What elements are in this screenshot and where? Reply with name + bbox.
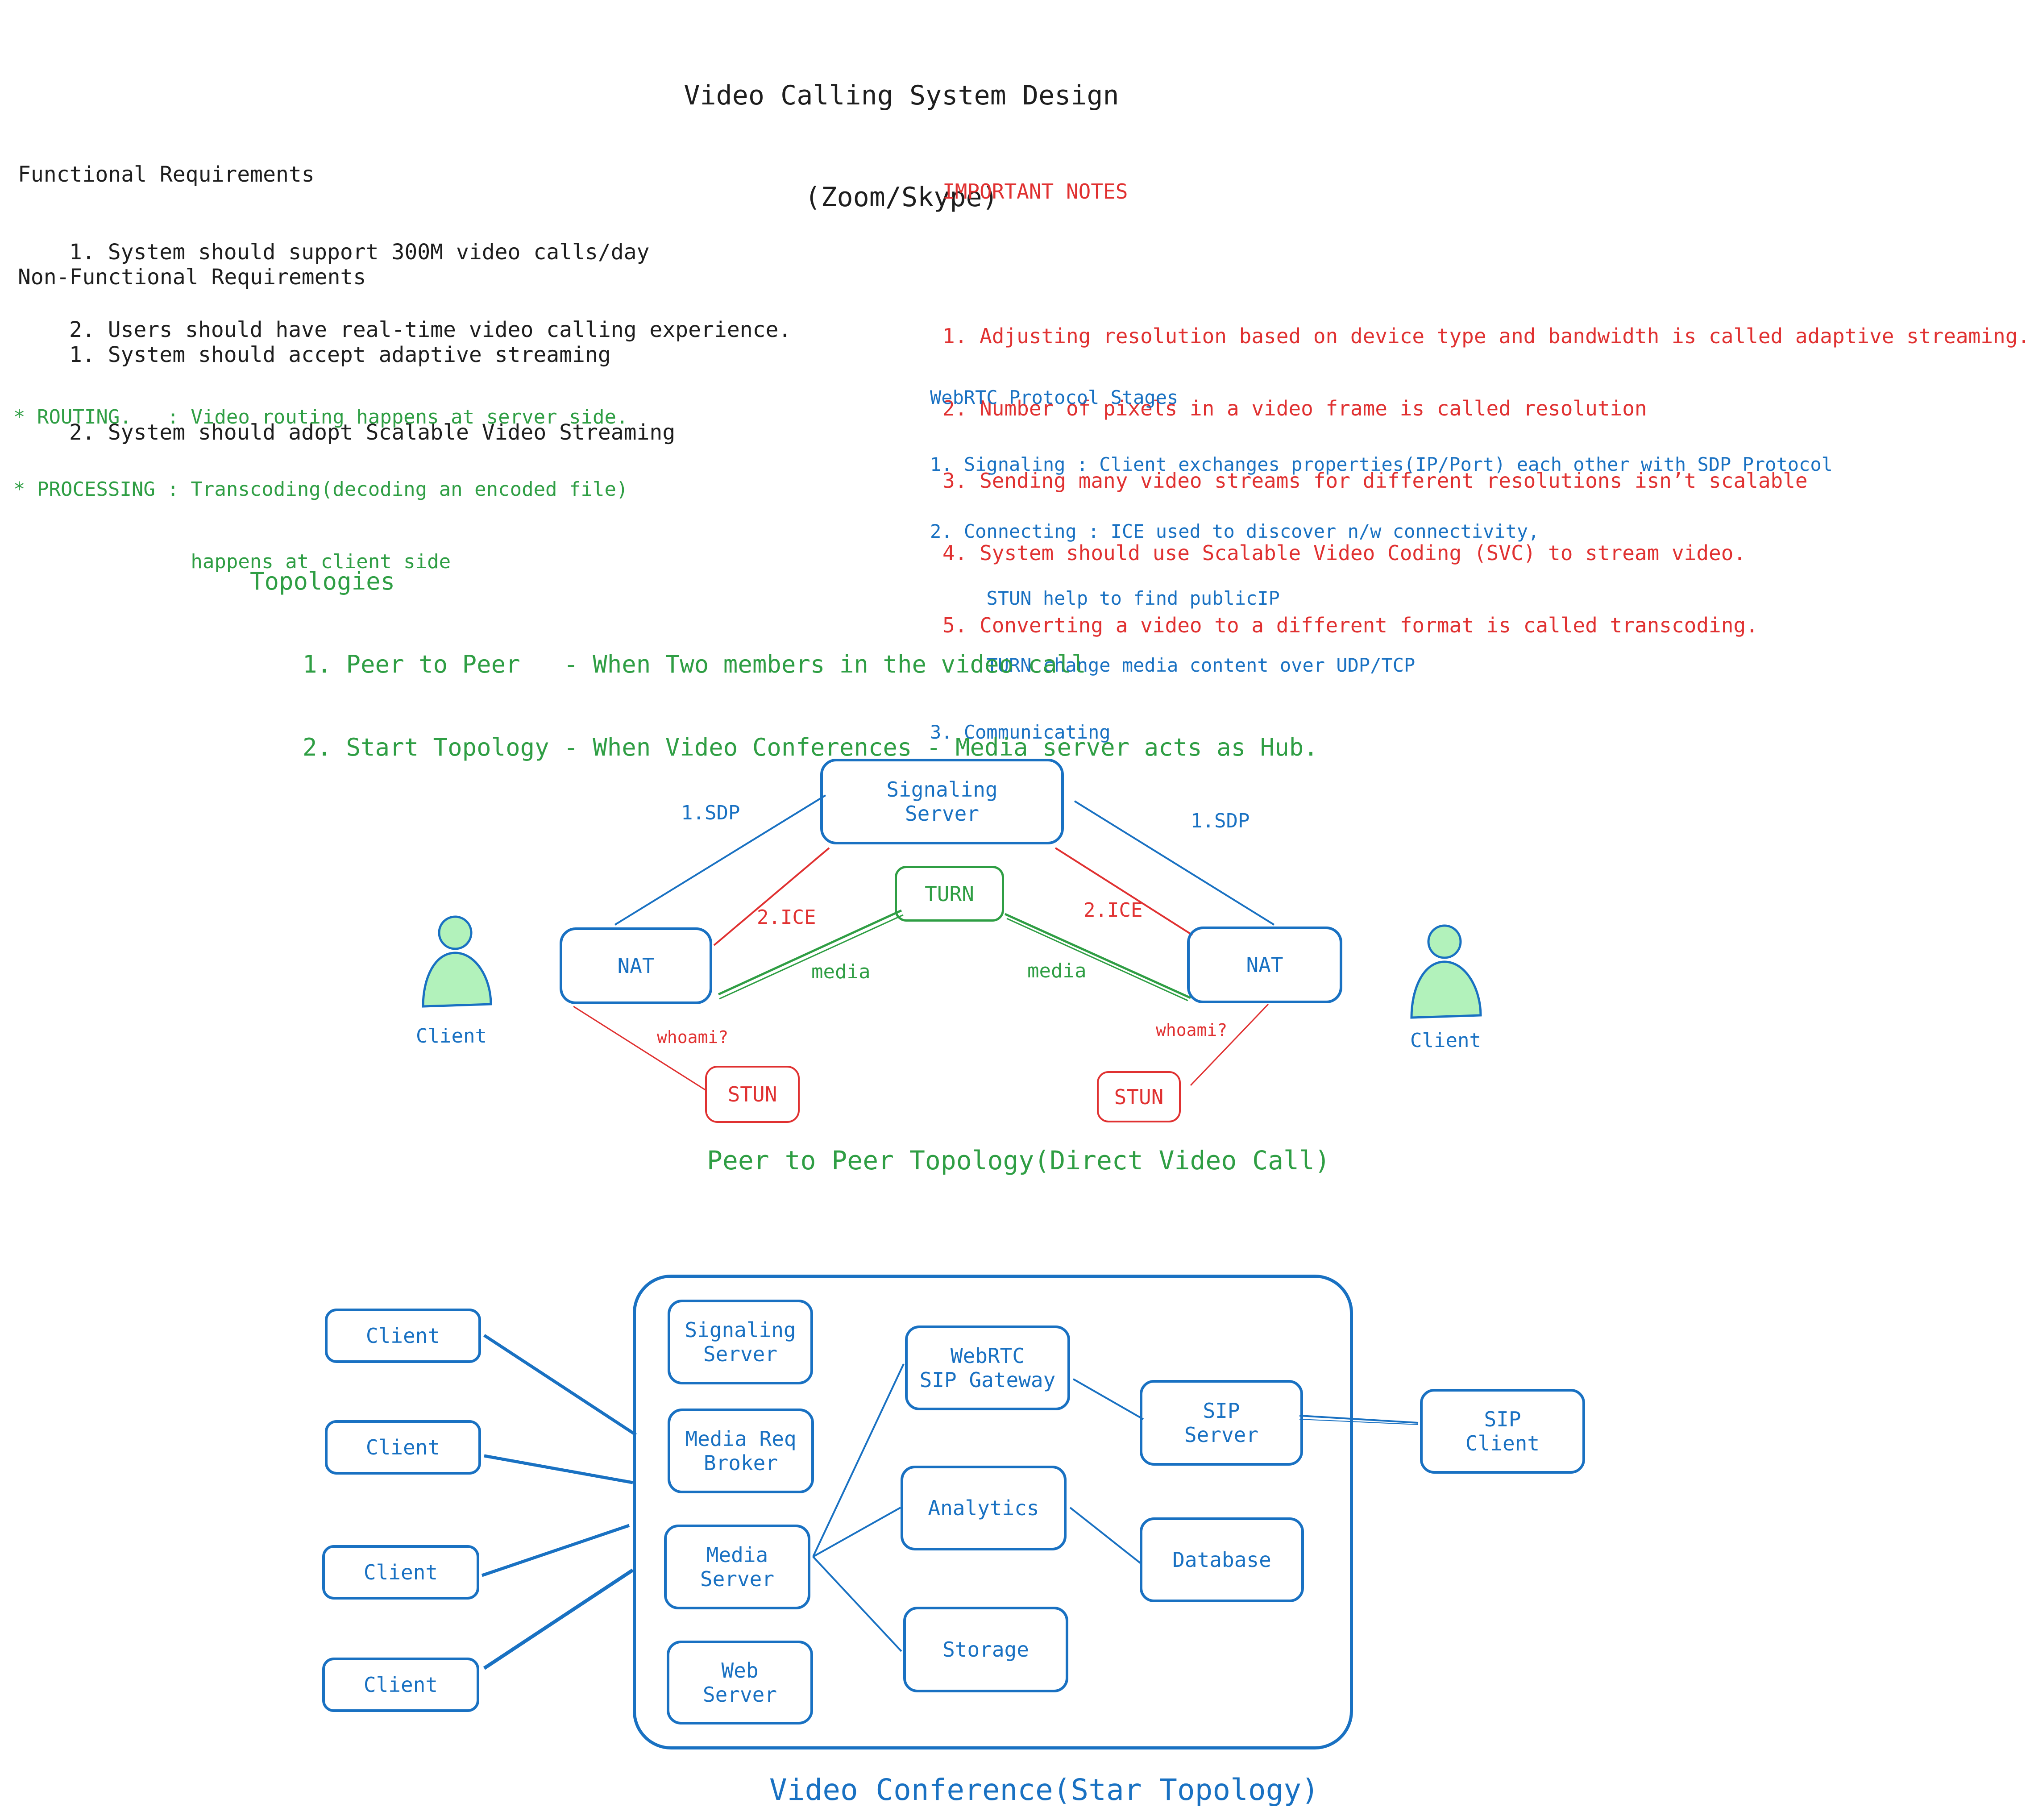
web-server-box: Web Server [667, 1641, 813, 1724]
webrtc-stage-detail: TURN change media content over UDP/TCP [930, 654, 1416, 676]
functional-item: 1. System should support 300M video call… [69, 240, 650, 265]
non-functional-requirements: Non-Functional Requirements 1. System sh… [18, 212, 675, 471]
important-notes: IMPORTANT NOTES 1. Adjusting resolution … [942, 131, 2030, 661]
sip-server-box: SIP Server [1140, 1380, 1303, 1466]
sip-to-sipclient [1299, 1415, 1419, 1424]
topologies: Topologies 1. Peer to Peer - When Two me… [250, 512, 1318, 789]
webrtc-stage-detail: STUN help to find publicIP [930, 587, 1280, 609]
webrtc-stages: WebRTC Protocol Stages 1. Signaling : Cl… [930, 342, 1833, 766]
signaling-server-box: Signaling Server [820, 759, 1064, 844]
topology-item: 1. Peer to Peer - When Two members in th… [303, 650, 1086, 678]
media-right-label: media [1027, 960, 1087, 982]
turn-box: TURN [895, 866, 1004, 922]
database-box: Database [1140, 1517, 1304, 1602]
nat-left-box: NAT [560, 927, 712, 1004]
client1-line [483, 1334, 637, 1436]
stun-line-left [573, 1006, 706, 1091]
important-item: 3. Sending many video streams for differ… [942, 469, 1808, 493]
ice-line-right [1054, 847, 1193, 936]
topologies-heading: Topologies [250, 567, 395, 595]
important-item: 1. Adjusting resolution based on device … [942, 324, 2030, 348]
client3-line [481, 1524, 630, 1577]
processing-note-cont: happens at client side [13, 550, 451, 573]
stun-left-box: STUN [705, 1066, 800, 1123]
sip-to-sipclient-b [1299, 1419, 1419, 1425]
processing-note: * PROCESSING : Transcoding(decoding an e… [13, 478, 628, 501]
media-line-right-a [1004, 913, 1191, 999]
sdp-line-right [1074, 800, 1275, 926]
webrtc-stage: 1. Signaling : Client exchanges properti… [930, 453, 1833, 475]
client-left-label: Client [416, 1025, 487, 1047]
functional-heading: Functional Requirements [18, 162, 315, 187]
client4-line [483, 1568, 634, 1670]
client-box: Client [325, 1420, 481, 1475]
p2p-caption: Peer to Peer Topology(Direct Video Call) [707, 1145, 1330, 1176]
client-right-label: Client [1410, 1029, 1481, 1052]
ice-line-left [713, 847, 830, 946]
media-to-analytics [813, 1507, 901, 1558]
routing-note: * ROUTING. : Video routing happens at se… [13, 406, 628, 428]
sdp-right-label: 1.SDP [1191, 810, 1250, 832]
gateway-to-sip [1073, 1378, 1144, 1420]
non-functional-item: 1. System should accept adaptive streami… [69, 342, 611, 367]
stun-right-box: STUN [1097, 1071, 1181, 1122]
analytics-to-db [1069, 1507, 1141, 1564]
analytics-box: Analytics [901, 1466, 1067, 1550]
media-line-left-a [718, 909, 902, 996]
important-item: 4. System should use Scalable Video Codi… [942, 541, 1746, 565]
media-left-label: media [811, 960, 871, 983]
whoami-right-label: whoami? [1156, 1020, 1228, 1040]
webrtc-stage: 3. Communicating [930, 721, 1111, 743]
sdp-left-label: 1.SDP [681, 802, 740, 824]
webrtc-sip-gateway-box: WebRTC SIP Gateway [905, 1326, 1070, 1410]
media-to-storage [812, 1556, 902, 1652]
topology-item: 2. Start Topology - When Video Conferenc… [303, 733, 1318, 761]
title-line-1: Video Calling System Design [684, 80, 1119, 111]
whoami-left-label: whoami? [657, 1027, 729, 1047]
ice-right-label: 2.ICE [1083, 899, 1143, 922]
webrtc-heading: WebRTC Protocol Stages [930, 386, 1179, 408]
functional-requirements: Functional Requirements 1. System should… [18, 110, 791, 369]
storage-box: Storage [903, 1607, 1068, 1692]
media-line-left-b [719, 914, 904, 1000]
title-line-2: (Zoom/Skype) [805, 182, 998, 213]
media-to-gateway [812, 1363, 905, 1557]
functional-item: 2. Users should have real-time video cal… [69, 317, 792, 342]
signaling-server-box: Signaling Server [668, 1300, 813, 1384]
non-functional-heading: Non-Functional Requirements [18, 265, 366, 290]
routing-processing-notes: * ROUTING. : Video routing happens at se… [13, 357, 628, 598]
client2-line [484, 1454, 633, 1484]
client-box: Client [322, 1658, 479, 1712]
client-box: Client [322, 1545, 479, 1600]
media-line-right-b [1006, 918, 1188, 1001]
sdp-line-left [614, 794, 826, 926]
person-icon-left [422, 915, 492, 1008]
star-caption: Video Conference(Star Topology) [769, 1773, 1319, 1807]
important-heading: IMPORTANT NOTES [942, 179, 1128, 204]
stun-line-right [1190, 1003, 1269, 1086]
person-icon-right [1410, 924, 1482, 1019]
webrtc-stage: 2. Connecting : ICE used to discover n/w… [930, 520, 1540, 542]
important-item: 2. Number of pixels in a video frame is … [942, 396, 1647, 420]
system-boundary-box [633, 1275, 1353, 1749]
media-req-broker-box: Media Req Broker [668, 1409, 814, 1493]
media-server-box: Media Server [664, 1525, 810, 1609]
client-box: Client [325, 1309, 481, 1363]
nat-right-box: NAT [1187, 927, 1342, 1003]
non-functional-item: 2. System should adopt Scalable Video St… [69, 420, 676, 445]
important-item: 5. Converting a video to a different for… [942, 613, 1758, 637]
page-title: Video Calling System Design (Zoom/Skype) [634, 11, 1169, 248]
ice-left-label: 2.ICE [757, 906, 816, 929]
sip-client-box: SIP Client [1420, 1389, 1585, 1474]
